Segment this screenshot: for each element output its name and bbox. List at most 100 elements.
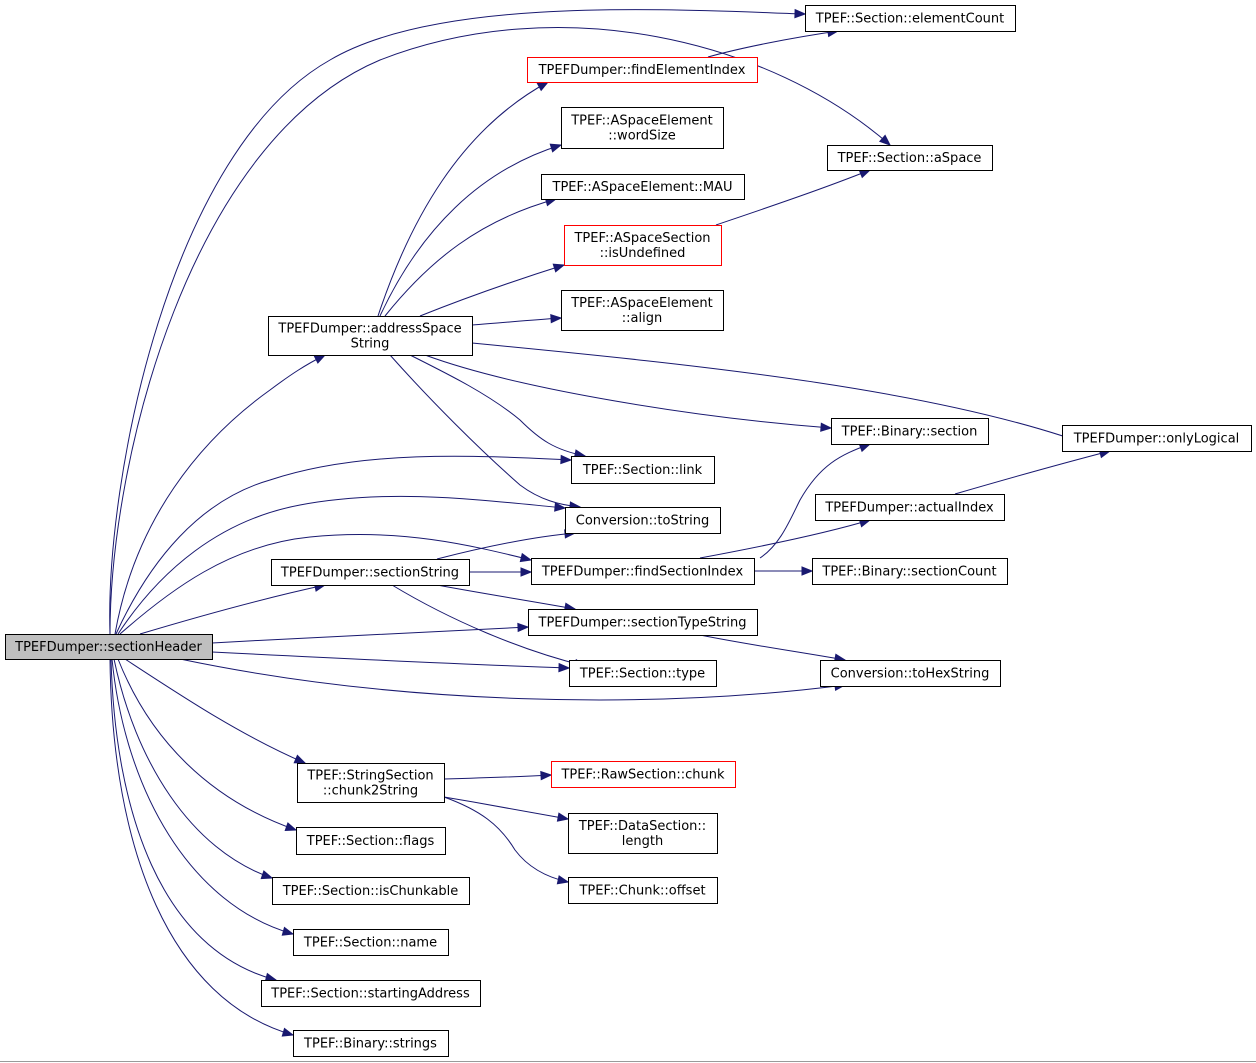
- edge-line: [389, 354, 581, 508]
- edge-line: [117, 495, 566, 635]
- arrowhead-icon: [313, 354, 327, 364]
- node-box: [564, 225, 722, 266]
- edge-sectionHeader-to-startingAddress: [110, 658, 278, 982]
- edge-line: [377, 81, 549, 317]
- edge-line: [139, 584, 326, 635]
- node-findElementIndex[interactable]: TPEFDumper::findElementIndex: [527, 57, 758, 83]
- node-actualIndex[interactable]: TPEFDumper::actualIndex: [815, 494, 1005, 521]
- edge-line: [115, 455, 572, 635]
- edge-line: [179, 658, 846, 701]
- node-box: [551, 761, 736, 788]
- edge-line: [436, 584, 576, 610]
- node-box: [1062, 425, 1252, 452]
- edge-sectionHeader-to-aSpace: [109, 27, 892, 635]
- node-box: [293, 1030, 449, 1057]
- arrowhead-icon: [878, 134, 892, 146]
- edge-line: [109, 658, 294, 1036]
- edge-addressSpaceString-to-link: [409, 354, 587, 459]
- node-strings[interactable]: TPEF::Binary::strings: [293, 1030, 449, 1057]
- node-box: [272, 877, 470, 905]
- edge-line: [117, 658, 297, 831]
- node-box: [805, 5, 1016, 32]
- node-box: [812, 558, 1008, 585]
- edge-findElementIndex-to-elementCount: [707, 27, 840, 58]
- edge-line: [211, 626, 529, 644]
- node-label: TPEF::RawSection::chunk: [560, 768, 724, 783]
- node-box: [815, 494, 1005, 521]
- bottom-border: [0, 1061, 1256, 1062]
- node-name[interactable]: TPEF::Section::name: [293, 929, 449, 956]
- arrowhead-icon: [281, 926, 295, 936]
- node-label: Conversion::toHexString: [831, 667, 990, 682]
- arrowhead-icon: [556, 875, 570, 885]
- node-wordSize[interactable]: TPEF::ASpaceElement::wordSize: [561, 107, 724, 149]
- node-label: TPEF::StringSection: [306, 769, 433, 784]
- edge-chunk2String-to-chunkOffset: [443, 796, 570, 885]
- edge-line: [471, 317, 562, 326]
- node-label: TPEF::Chunk::offset: [578, 884, 705, 899]
- node-label: TPEF::ASpaceElement: [570, 296, 713, 311]
- node-label: TPEF::ASpaceElement::MAU: [552, 180, 733, 195]
- arrowhead-icon: [284, 822, 298, 832]
- edge-sectionHeader-to-sectionString: [139, 582, 327, 635]
- arrowhead-icon: [558, 662, 571, 673]
- arrowhead-icon: [519, 552, 533, 563]
- node-elementCount[interactable]: TPEF::Section::elementCount: [805, 5, 1016, 32]
- node-label: TPEF::Section::link: [582, 463, 703, 478]
- edge-sectionString-to-toString: [436, 529, 577, 560]
- node-label: TPEF::Section::startingAddress: [270, 987, 470, 1002]
- node-rawChunk[interactable]: TPEF::RawSection::chunk: [551, 761, 736, 788]
- edge-line: [379, 144, 562, 317]
- node-mau[interactable]: TPEF::ASpaceElement::MAU: [541, 174, 745, 200]
- edge-chunk2String-to-dataLength: [443, 796, 570, 822]
- arrowhead-icon: [536, 81, 550, 92]
- node-isChunkable[interactable]: TPEF::Section::isChunkable: [272, 877, 470, 905]
- node-box: [569, 660, 717, 687]
- node-box: [561, 107, 724, 149]
- node-toHexString[interactable]: Conversion::toHexString: [820, 660, 1001, 687]
- node-aSpace[interactable]: TPEF::Section::aSpace: [827, 145, 993, 171]
- edge-findSectionIndex-to-actualIndex: [699, 518, 872, 559]
- node-box: [297, 763, 445, 803]
- node-chunk2String[interactable]: TPEF::StringSection::chunk2String: [297, 763, 445, 803]
- node-box: [271, 559, 470, 586]
- edge-addressSpaceString-to-findElementIndex: [377, 81, 550, 317]
- node-box: [571, 456, 715, 484]
- node-dataLength[interactable]: TPEF::DataSection::length: [568, 813, 718, 854]
- node-flags[interactable]: TPEF::Section::flags: [296, 827, 446, 855]
- edge-sectionHeader-to-toString: [117, 495, 567, 635]
- node-link[interactable]: TPEF::Section::link: [571, 456, 715, 484]
- arrowhead-icon: [550, 313, 563, 324]
- edge-sectionTypeString-to-toHexString: [699, 634, 847, 663]
- node-label: TPEF::Section::aSpace: [837, 151, 982, 166]
- edge-line: [443, 774, 552, 780]
- node-sectionTypeString[interactable]: TPEFDumper::sectionTypeString: [528, 609, 758, 636]
- node-box: [820, 660, 1001, 687]
- node-type[interactable]: TPEF::Section::type: [569, 660, 717, 687]
- node-sectionCount[interactable]: TPEF::Binary::sectionCount: [812, 558, 1008, 585]
- edge-sectionHeader-to-chunk2String: [124, 658, 307, 764]
- node-label: TPEFDumper::sectionHeader: [14, 640, 202, 655]
- node-box: [296, 827, 446, 855]
- node-align[interactable]: TPEF::ASpaceElement::align: [561, 290, 724, 331]
- edge-addressSpaceString-to-wordSize: [379, 143, 563, 317]
- edge-line: [699, 634, 846, 661]
- node-isUndefined[interactable]: TPEF::ASpaceSection::isUndefined: [564, 225, 722, 266]
- node-binarySection[interactable]: TPEF::Binary::section: [831, 418, 989, 445]
- edge-line: [699, 519, 871, 559]
- node-chunkOffset[interactable]: TPEF::Chunk::offset: [568, 877, 718, 904]
- node-startingAddress[interactable]: TPEF::Section::startingAddress: [261, 980, 481, 1007]
- edge-line: [471, 342, 1106, 452]
- node-box: [561, 290, 724, 331]
- node-toString[interactable]: Conversion::toString: [565, 507, 721, 534]
- edge-sectionString-to-sectionTypeString: [436, 584, 577, 612]
- node-box: [527, 57, 758, 83]
- arrowhead-icon: [554, 502, 567, 512]
- node-sectionHeader[interactable]: TPEFDumper::sectionHeader: [5, 634, 213, 660]
- node-findSectionIndex[interactable]: TPEFDumper::findSectionIndex: [531, 558, 755, 585]
- node-label: TPEFDumper::findSectionIndex: [541, 565, 744, 580]
- node-label: TPEF::DataSection::: [578, 819, 706, 834]
- node-sectionString[interactable]: TPEFDumper::sectionString: [271, 559, 470, 586]
- node-onlyLogical[interactable]: TPEFDumper::onlyLogical: [1062, 425, 1252, 452]
